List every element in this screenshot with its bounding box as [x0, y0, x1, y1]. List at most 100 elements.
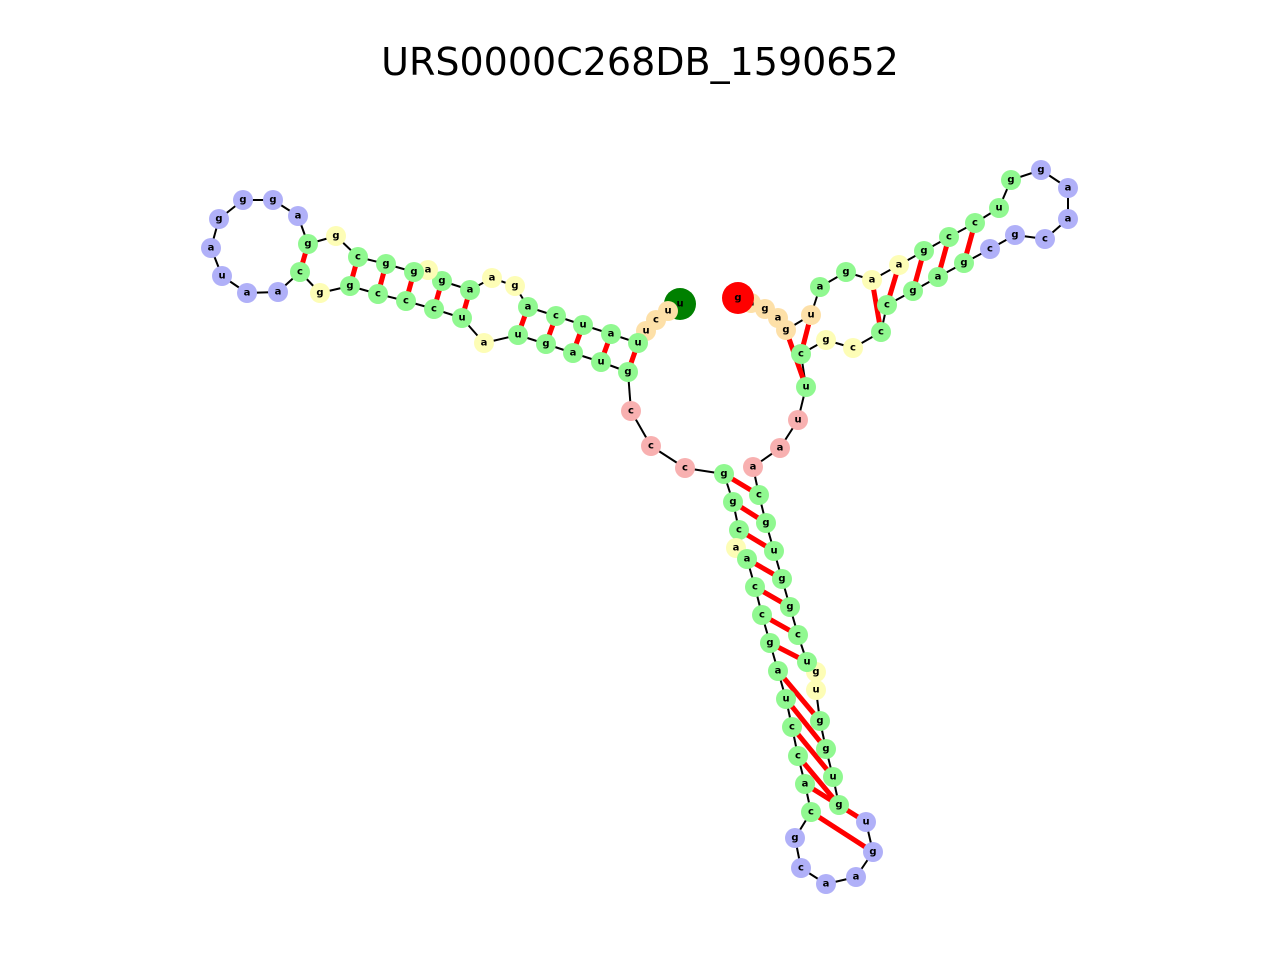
nucleotide-stem: g	[816, 739, 836, 759]
nucleotide-label: c	[756, 490, 762, 501]
nucleotide-circle	[737, 549, 757, 569]
base-pair-bond	[800, 323, 812, 346]
nucleotide-label: a	[425, 265, 432, 276]
base-pair-bond	[462, 297, 470, 311]
nucleotide-label: a	[467, 285, 474, 296]
nucleotide-circle	[801, 802, 821, 822]
nucleotide-label: u	[597, 357, 604, 368]
nucleotide-label: c	[1042, 234, 1048, 245]
nucleotide-label: g	[729, 497, 736, 508]
nucleotide-circle	[376, 254, 396, 274]
nucleotide-circle	[310, 283, 330, 303]
nucleotide-circle	[939, 227, 959, 247]
base-pair-bond	[768, 617, 792, 633]
nucleotide-circle	[563, 343, 583, 363]
nucleotide-label: a	[775, 666, 782, 677]
nucleotide-label: g	[816, 716, 823, 727]
nucleotide-stem: g	[756, 513, 776, 533]
nucleotide-hairpin-loop: a	[237, 283, 257, 303]
nucleotide-circle	[791, 858, 811, 878]
nucleotide-label: c	[946, 232, 952, 243]
nucleotide-label: a	[733, 543, 740, 554]
nucleotide-stem: c	[801, 802, 821, 822]
nucleotide-stem: c	[782, 717, 802, 737]
nucleotide-label: u	[807, 310, 814, 321]
nucleotide-interior-loop: a	[889, 255, 909, 275]
nucleotide-hairpin-loop: a	[201, 238, 221, 258]
nucleotide-label: g	[269, 195, 276, 206]
nucleotide-circle	[760, 633, 780, 653]
nucleotide-circle	[288, 206, 308, 226]
nucleotide-circle	[745, 577, 765, 597]
nucleotide-multiloop: c	[621, 401, 641, 421]
nucleotide-multiloop: c	[641, 436, 661, 456]
nucleotide-stem: g	[298, 234, 318, 254]
nucleotide-stem: c	[745, 577, 765, 597]
nucleotide-stem: u	[797, 652, 817, 672]
nucleotide-circle	[460, 280, 480, 300]
nucleotide-circle	[862, 270, 882, 290]
nucleotide-hairpin-loop: u	[212, 266, 232, 286]
nucleotide-interior-loop: a	[862, 270, 882, 290]
nucleotide-stem: g	[723, 492, 743, 512]
nucleotide-circle	[573, 315, 593, 335]
nucleotide-stem: g	[772, 569, 792, 589]
nucleotide-label: g	[766, 638, 773, 649]
nucleotide-label: c	[736, 525, 742, 536]
nucleotide-hairpin-loop: c	[980, 239, 1000, 259]
nucleotide-label: g	[812, 667, 819, 678]
nucleotide-label: u	[862, 817, 869, 828]
nucleotide-label: c	[972, 218, 978, 229]
nucleotide-circle	[1035, 229, 1055, 249]
nucleotide-label: c	[878, 327, 884, 338]
nucleotide-circle	[823, 767, 843, 787]
nucleotide-label: g	[346, 281, 353, 292]
nucleotide-circle	[877, 295, 897, 315]
nucleotide-hairpin-loop: a	[846, 867, 866, 887]
nucleotide-stem: a	[810, 277, 830, 297]
base-pair-bond	[745, 532, 768, 549]
nucleotide-label: a	[570, 348, 577, 359]
nucleotide-label: g	[920, 246, 927, 257]
nucleotide-label: u	[829, 772, 836, 783]
nucleotide-circle	[618, 362, 638, 382]
nucleotide-circle	[621, 401, 641, 421]
nucleotide-circle	[268, 282, 288, 302]
base-pair-bond	[377, 272, 387, 286]
nucleotide-label: u	[579, 320, 586, 331]
nucleotide-hairpin-loop: g	[233, 190, 253, 210]
nucleotide-stem: a	[601, 324, 621, 344]
nucleotide-label: u	[676, 299, 683, 310]
nucleotide-circle	[788, 746, 808, 766]
nucleotide-end-nucleotide: g	[722, 282, 754, 314]
nucleotide-label: c	[798, 349, 804, 360]
nucleotide-circle	[989, 198, 1009, 218]
nucleotide-circle	[816, 739, 836, 759]
nucleotide-label: a	[295, 211, 302, 222]
nucleotide-circle	[756, 513, 776, 533]
nucleotide-label: c	[884, 300, 890, 311]
nucleotide-circle	[601, 324, 621, 344]
nucleotide-circle	[482, 268, 502, 288]
nucleotide-stem: c	[749, 485, 769, 505]
nucleotide-circle	[788, 625, 808, 645]
nucleotide-circle	[1058, 178, 1078, 198]
nucleotide-hairpin-loop: g	[1005, 225, 1025, 245]
nucleotide-circle	[796, 377, 816, 397]
base-pair-bond	[789, 704, 823, 744]
nucleotide-circle	[843, 338, 863, 358]
nucleotide-label: c	[682, 463, 688, 474]
nucleotide-interior-loop: u	[806, 680, 826, 700]
nucleotide-stem: c	[396, 291, 416, 311]
nucleotide-stem: c	[290, 262, 310, 282]
nucleotide-label: g	[624, 367, 631, 378]
nucleotide-circle	[810, 711, 830, 731]
nucleotide-hairpin-loop: c	[1035, 229, 1055, 249]
nucleotide-label: u	[514, 330, 521, 341]
nucleotide-circle	[396, 291, 416, 311]
nucleotide-label: g	[761, 304, 768, 315]
nucleotide-hairpin-loop: g	[785, 828, 805, 848]
nucleotide-circle	[797, 652, 817, 672]
nucleotide-circle	[628, 333, 648, 353]
nucleotide-circle	[368, 284, 388, 304]
